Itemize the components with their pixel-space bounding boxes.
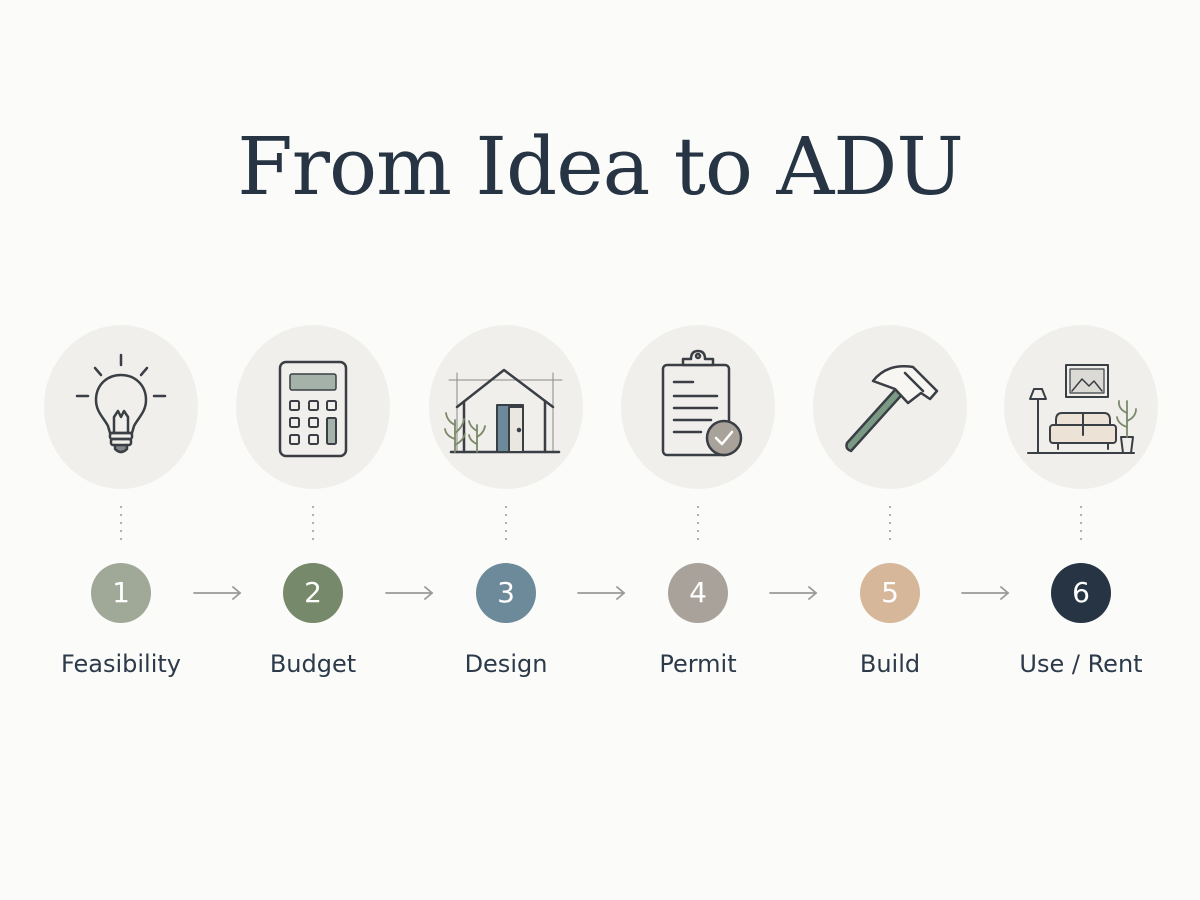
arrow-right-icon <box>577 586 626 600</box>
connector-dots <box>1080 506 1082 540</box>
connector-dots <box>505 506 507 540</box>
clipboard-check-icon <box>621 325 775 489</box>
connector-dots <box>697 506 699 540</box>
step-label: Budget <box>269 650 357 678</box>
step-permit: 4 Permit <box>598 325 798 695</box>
arrow-right-icon <box>961 586 1010 600</box>
connector-dots <box>889 506 891 540</box>
calculator-icon <box>236 325 390 489</box>
house-plan-icon <box>429 325 583 489</box>
step-design: 3 Design <box>406 325 606 695</box>
step-label: Feasibility <box>61 650 181 678</box>
step-number: 3 <box>476 563 536 623</box>
step-number: 5 <box>860 563 920 623</box>
lightbulb-icon <box>44 325 198 489</box>
step-number: 2 <box>283 563 343 623</box>
step-budget: 2 Budget <box>213 325 413 695</box>
step-feasibility: 1 Feasibility <box>21 325 221 695</box>
arrow-right-icon <box>769 586 818 600</box>
step-label: Use / Rent <box>1019 650 1143 678</box>
arrow-right-icon <box>193 586 242 600</box>
connector-dots <box>120 506 122 540</box>
arrow-right-icon <box>385 586 434 600</box>
page-title: From Idea to ADU <box>237 120 964 213</box>
step-label: Permit <box>659 650 737 678</box>
step-label: Build <box>859 650 921 678</box>
step-number: 6 <box>1051 563 1111 623</box>
step-build: 5 Build <box>790 325 990 695</box>
connector-dots <box>312 506 314 540</box>
step-number: 4 <box>668 563 728 623</box>
living-room-icon <box>1004 325 1158 489</box>
step-use-rent: 6 Use / Rent <box>981 325 1181 695</box>
step-label: Design <box>464 650 548 678</box>
step-number: 1 <box>91 563 151 623</box>
hammer-icon <box>813 325 967 489</box>
